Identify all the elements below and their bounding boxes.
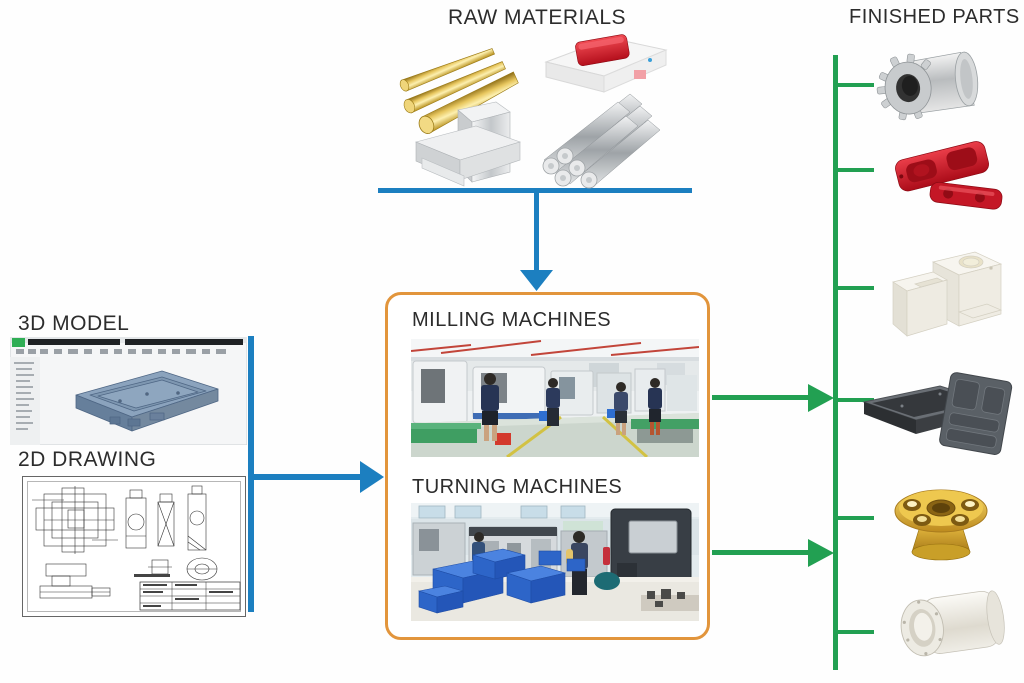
white-block-front — [892, 271, 948, 337]
arrow-raw-materials-to-machines — [378, 188, 692, 291]
milling-machines-label: MILLING MACHINES — [412, 309, 612, 331]
finished-part-white-blocks — [892, 251, 1003, 337]
finished-part-gear-housing — [876, 51, 979, 121]
worker-figure — [481, 373, 499, 441]
windows — [418, 505, 586, 519]
finished-part-red-brackets — [895, 141, 1003, 210]
drawing-views — [32, 485, 218, 599]
2d-drawing-label: 2D DRAWING — [18, 448, 157, 471]
finished-parts-images — [860, 44, 1020, 670]
finished-parts-title: FINISHED PARTS — [849, 6, 1020, 28]
dark-tray-lid — [939, 372, 1013, 455]
ceiling-trusses — [411, 340, 699, 356]
cad-feature-tree — [14, 362, 34, 430]
flange-screws — [902, 600, 942, 656]
finished-part-dark-trays — [862, 372, 1013, 455]
raw-materials-title: RAW MATERIALS — [448, 6, 627, 29]
red-bracket-lower — [929, 182, 1003, 210]
cad-3d-part — [75, 370, 219, 432]
white-case-red-billet-icon — [544, 34, 668, 93]
3d-model-screenshot — [10, 337, 247, 445]
blue-bins — [417, 548, 586, 614]
3d-model-label: 3D MODEL — [18, 312, 130, 335]
cad-toolbar-icons — [16, 349, 226, 354]
worker-figure — [546, 378, 560, 426]
finished-part-gold-flange — [894, 489, 988, 561]
aluminum-plates-icon — [415, 101, 521, 187]
arrow-milling-to-finished-parts — [712, 384, 834, 412]
raw-materials-images — [398, 30, 698, 192]
turning-machines-label: TURNING MACHINES — [412, 476, 623, 498]
steel-round-bars-icon — [542, 93, 661, 189]
raw-materials-illustration — [399, 34, 668, 189]
milling-machines-photo — [411, 339, 699, 457]
cad-app-icon — [12, 338, 25, 347]
arrow-design-to-machines — [248, 336, 384, 612]
workers — [481, 373, 662, 441]
fire-extinguisher — [603, 547, 610, 565]
worker-figure — [648, 378, 662, 435]
worker-figure — [614, 382, 628, 435]
barrel — [594, 572, 620, 590]
machines-box: MILLING MACHINES — [385, 292, 710, 640]
finished-part-white-cylinder — [900, 590, 1005, 657]
2d-drawing-sheet — [22, 476, 246, 617]
turning-machines-photo — [411, 503, 699, 621]
red-bracket-upper — [895, 141, 989, 192]
drawing-title-block — [134, 574, 241, 611]
arrow-turning-to-finished-parts — [712, 539, 834, 567]
brass-rods-icon — [399, 48, 519, 134]
flange-holes — [903, 499, 979, 526]
